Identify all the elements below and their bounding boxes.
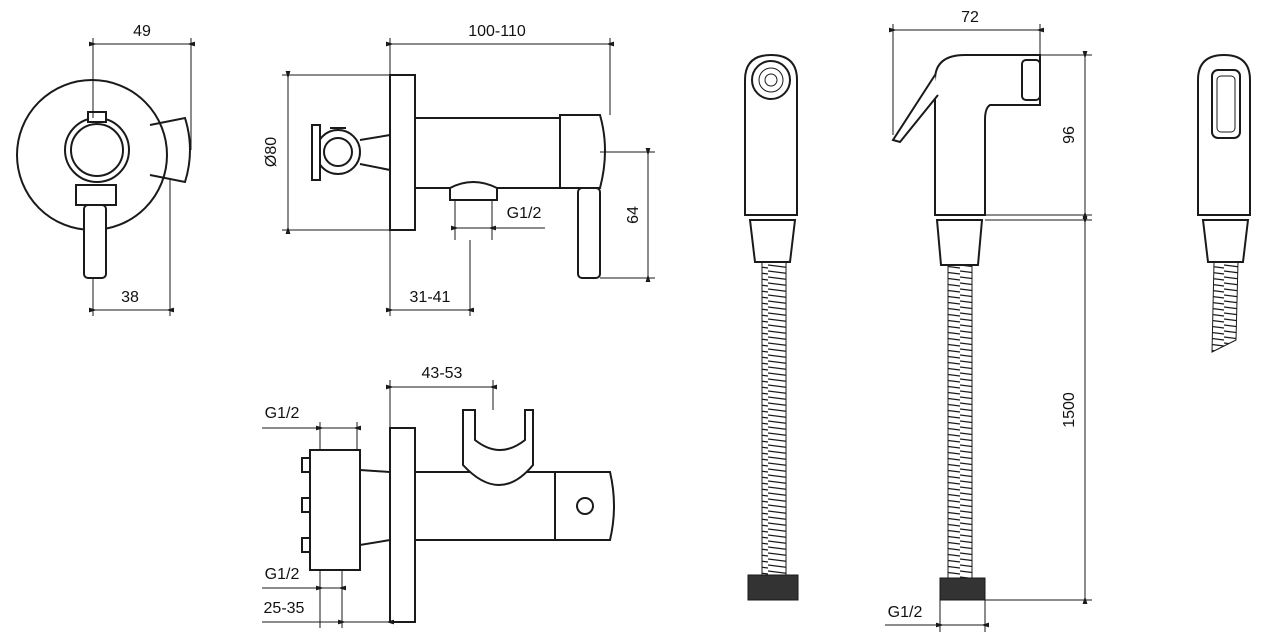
- shower-side-view: 72 96 1500 G1/2: [885, 9, 1092, 632]
- dim-top-wall-depth: 25-35: [264, 600, 305, 617]
- dim-side-outlet-thread: G1/2: [507, 205, 542, 222]
- dim-top-holder-offset: 43-53: [422, 365, 463, 382]
- dim-hose-length: 1500: [1061, 392, 1078, 428]
- dim-top-inlet-thread-upper: G1/2: [265, 405, 300, 422]
- dim-top-inlet-thread-lower: G1/2: [265, 566, 300, 583]
- dim-front-lever-offset: 38: [121, 289, 139, 306]
- dim-side-outlet-offset: 31-41: [410, 289, 451, 306]
- dim-front-width: 49: [133, 23, 151, 40]
- dim-plate-diameter: Ø80: [263, 137, 280, 167]
- shower-back-view: [1197, 53, 1251, 353]
- dim-side-length: 100-110: [468, 23, 526, 40]
- shower-front-view: [744, 53, 799, 601]
- dim-hose-thread: G1/2: [888, 604, 923, 621]
- dim-shower-width: 72: [961, 9, 979, 26]
- side-view: 100-110 Ø80 G1/2 64 31-41: [263, 23, 655, 316]
- front-view: 49 38: [16, 23, 195, 316]
- top-view: 43-53 G1/2 G1/2 25-35: [262, 365, 615, 628]
- dim-side-lever-height: 64: [625, 206, 642, 224]
- dim-shower-height: 96: [1061, 126, 1078, 144]
